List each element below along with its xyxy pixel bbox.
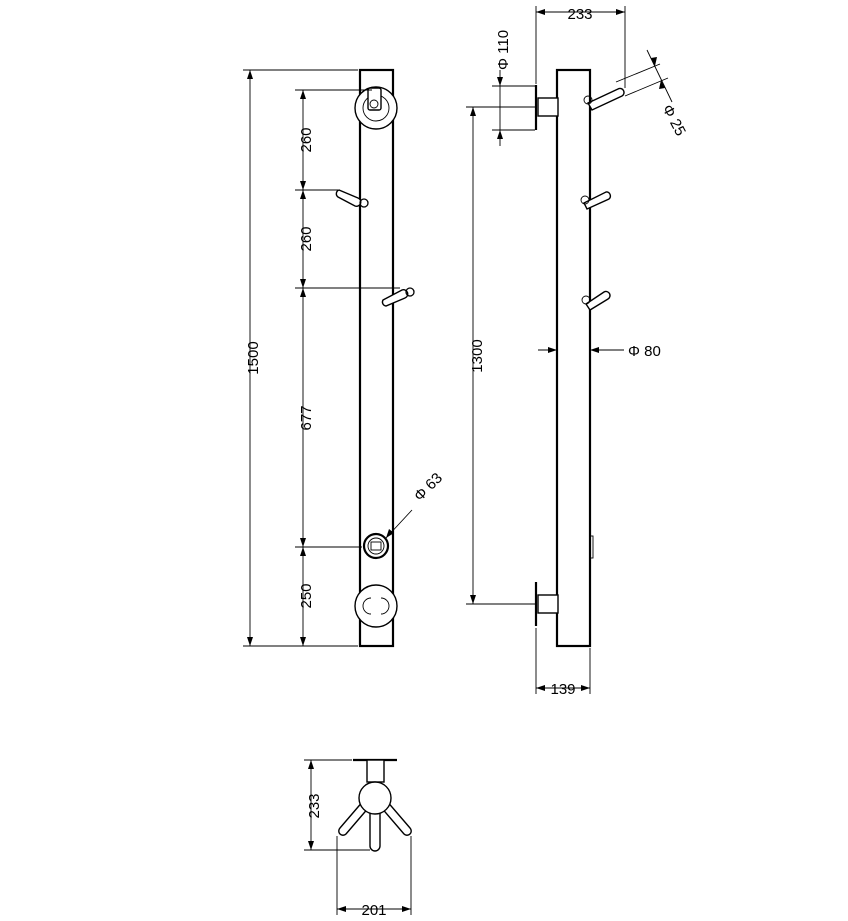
- dim-side-25: Φ 25: [615, 49, 689, 139]
- side-tube: [555, 68, 592, 648]
- front-hook-1: [335, 189, 369, 208]
- dim-side-110-label: Φ 110: [495, 30, 512, 70]
- top-tube: [358, 781, 392, 815]
- dim-side-1300-label: 1300: [469, 339, 486, 372]
- side-view: 233 Φ 110 Φ 25 Φ 80: [466, 6, 689, 698]
- side-top-mount: [534, 85, 559, 130]
- front-top-mount: [354, 86, 398, 130]
- front-view: 1500 260 260 677 250 Φ 63: [243, 68, 446, 648]
- front-bottom-mount: [354, 584, 398, 628]
- dim-chain-front: [295, 89, 400, 646]
- front-knob: [362, 532, 390, 560]
- dim-side-139-label: 139: [550, 681, 575, 698]
- dim-side-110: Φ 110: [492, 30, 535, 146]
- dim-260-top-label: 260: [298, 127, 315, 152]
- front-bar: [358, 68, 395, 648]
- top-view: 233 201: [304, 758, 412, 919]
- dim-side-80: Φ 80: [538, 343, 661, 360]
- front-hook-2: [381, 287, 415, 307]
- dim-1500: 1500: [243, 69, 358, 647]
- dim-1500-label: 1500: [245, 341, 262, 374]
- top-arm-center: [369, 809, 381, 852]
- dim-top-201: 201: [336, 836, 412, 919]
- dim-250-label: 250: [298, 583, 315, 608]
- dim-side-25-label: Φ 25: [658, 102, 688, 139]
- dim-knob-diameter: Φ 63: [385, 470, 446, 539]
- dim-side-233: 233: [535, 6, 626, 88]
- side-hook-1: [583, 87, 625, 111]
- top-arm-right: [379, 798, 412, 836]
- dim-side-1300: 1300: [466, 106, 536, 605]
- side-bottom-mount: [534, 582, 559, 626]
- dim-260-mid-label: 260: [298, 226, 315, 251]
- dim-677-label: 677: [298, 405, 315, 430]
- dim-top-233-label: 233: [306, 793, 323, 818]
- dim-top-201-label: 201: [361, 902, 386, 919]
- dim-knob-diameter-label: Φ 63: [411, 470, 446, 505]
- dim-top-233: 233: [304, 759, 370, 851]
- side-hook-2: [580, 191, 612, 210]
- dim-side-139: 139: [535, 628, 591, 698]
- top-arm-left: [338, 798, 371, 836]
- dim-side-233-label: 233: [567, 6, 592, 23]
- side-hook-3: [581, 290, 611, 311]
- dim-side-80-label: Φ 80: [628, 343, 661, 360]
